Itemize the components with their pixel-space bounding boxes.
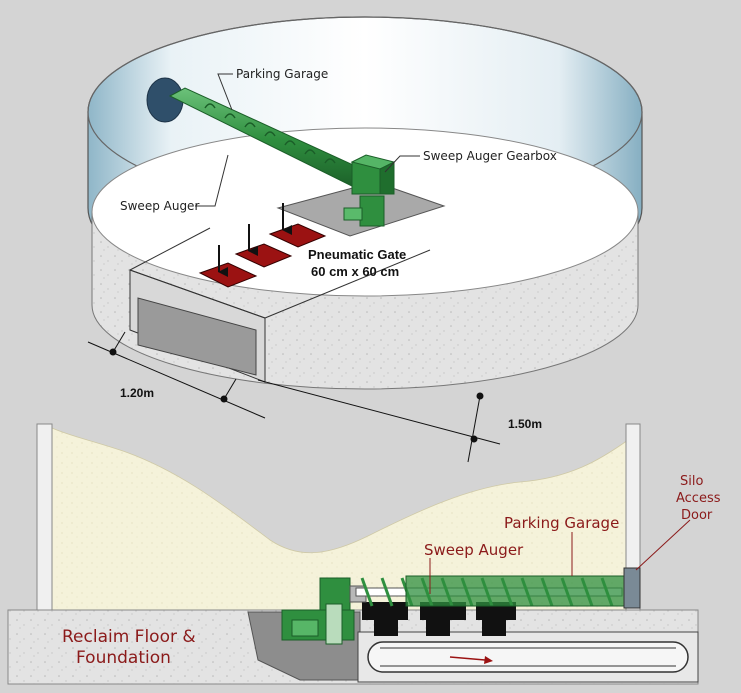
- section-leaders: [429, 519, 691, 594]
- pneumatic-gates: [198, 203, 327, 288]
- label-pneumatic-gate: Pneumatic Gate: [308, 247, 406, 262]
- label-parking-garage-top: Parking Garage: [236, 67, 328, 81]
- parking-garage-tube: [405, 575, 627, 607]
- silo-access-door: [623, 567, 641, 609]
- label-sweep-auger-top: Sweep Auger: [120, 199, 199, 213]
- section-gearbox: [281, 577, 367, 645]
- label-sweep-auger-gearbox: Sweep Auger Gearbox: [423, 149, 557, 163]
- label-door: Door: [681, 508, 713, 523]
- top-view: Parking Garage Sweep Auger Gearbox Sweep…: [87, 16, 643, 463]
- silo-wall-left: [36, 423, 53, 615]
- label-dim-width: 1.20m: [120, 386, 154, 400]
- label-parking-garage-section: Parking Garage: [504, 514, 619, 532]
- label-dim-length: 1.50m: [508, 417, 542, 431]
- label-silo: Silo: [680, 474, 703, 489]
- label-sweep-auger-section: Sweep Auger: [424, 541, 524, 559]
- dimension-lines: [87, 331, 501, 463]
- label-foundation: Foundation: [76, 648, 171, 668]
- reclaim-conveyor: [367, 641, 689, 673]
- label-gate-size: 60 cm x 60 cm: [311, 264, 399, 279]
- grain-pile: [51, 427, 629, 611]
- tunnel-opening: [137, 297, 257, 376]
- label-access: Access: [676, 491, 721, 506]
- gate-supports: [362, 602, 516, 636]
- label-reclaim-floor: Reclaim Floor &: [62, 627, 196, 647]
- sweep-auger-gearbox: [343, 154, 396, 227]
- top-leaders: [195, 73, 420, 207]
- section-view: Parking Garage Sweep Auger Silo Access D…: [7, 423, 721, 685]
